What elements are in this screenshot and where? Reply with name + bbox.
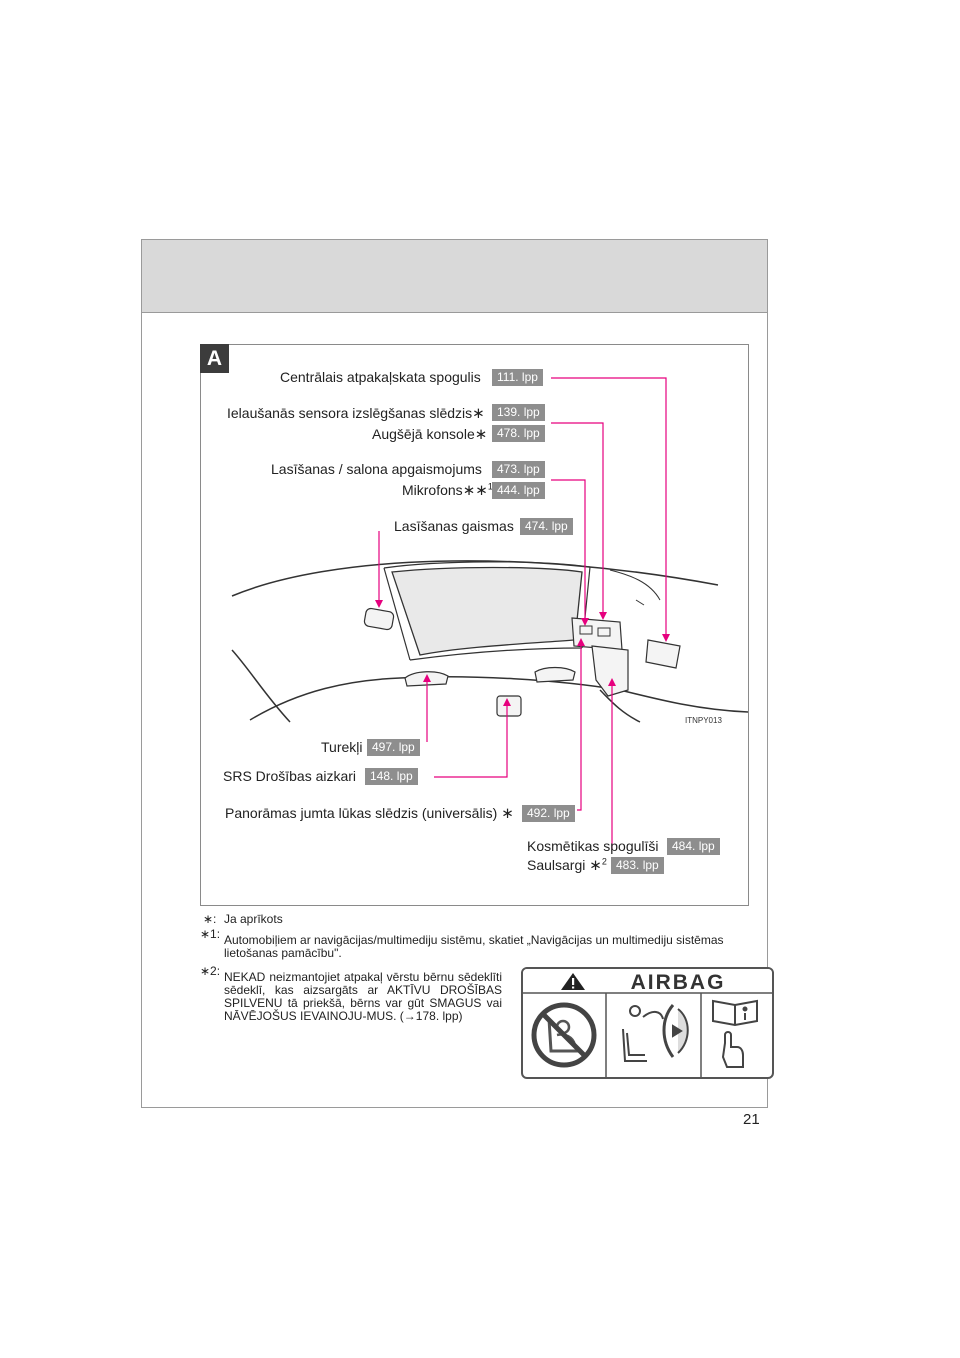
page-frame (141, 239, 768, 1108)
label-sun-visors: Saulsargi ∗2 (527, 856, 607, 874)
label-intrusion-sensor: Ielaušanās sensora izslēgšanas slēdzis∗ (227, 405, 485, 422)
leader-arrowheads (375, 600, 670, 706)
no-rear-facing-seat-icon (531, 1002, 597, 1068)
footnote-two-text: NEKAD neizmantojiet atpakaļ vērstu bērnu… (224, 970, 502, 1023)
moonroof-glass (391, 566, 583, 656)
label-overhead-console: Augšējā konsole∗ (372, 426, 488, 443)
header-band (142, 240, 767, 313)
page-intrusion-sensor[interactable]: 139. lpp (492, 404, 545, 421)
roof-details (579, 569, 661, 637)
section-badge: A (200, 344, 229, 373)
image-code: ITNPY013 (685, 716, 722, 725)
label-microphone: Mikrofons∗∗1 (402, 481, 493, 499)
footnote-star-mark: ∗: (203, 912, 217, 926)
footnote-one-text: Automobiļiem ar navigācijas/multimediju … (224, 933, 724, 960)
airbag-warning-graphic: AIRBAG (523, 969, 772, 1077)
label-moonroof-switch: Panorāmas jumta lūkas slēdzis (universāl… (225, 805, 514, 822)
page-rear-mirror[interactable]: 111. lpp (492, 369, 543, 386)
page-sun-visors[interactable]: 483. lpp (611, 857, 664, 874)
manual-book-icon (712, 999, 758, 1068)
leader-lines (378, 377, 667, 850)
page-vanity-mirrors[interactable]: 484. lpp (667, 838, 720, 855)
reading-lamp-icon (363, 607, 395, 631)
page-moonroof-switch[interactable]: 492. lpp (522, 805, 575, 822)
page-number: 21 (743, 1111, 760, 1128)
page-grab-handles[interactable]: 497. lpp (367, 739, 420, 756)
footnote-star-text: Ja aprīkots (224, 912, 283, 926)
label-grab-handles: Turekļi (321, 739, 363, 755)
page-overhead-console[interactable]: 478. lpp (492, 425, 545, 442)
footnote-two-mark: ∗2: (200, 964, 221, 978)
page-reading-lamp[interactable]: 474. lpp (520, 518, 573, 535)
label-rear-mirror: Centrālais atpakaļskata spogulis (280, 369, 481, 385)
label-srs-curtain: SRS Drošības aizkari (223, 768, 357, 784)
page-reading-lights[interactable]: 473. lpp (492, 461, 545, 478)
page-microphone[interactable]: 444. lpp (492, 482, 545, 499)
sun-visor-icon (591, 645, 629, 697)
footnote-one-mark: ∗1: (200, 927, 221, 941)
label-vanity-mirrors: Kosmētikas spogulīši (527, 838, 659, 854)
figure-box (200, 344, 749, 906)
label-reading-lights: Lasīšanas / salona apgaismojums (271, 461, 482, 477)
grab-handle-right-icon (534, 666, 576, 683)
airbag-deploy-icon (622, 1004, 689, 1062)
label-reading-lamp: Lasīšanas gaismas (394, 518, 514, 534)
rear-mirror-icon (645, 639, 681, 669)
airbag-title: AIRBAG (631, 971, 726, 994)
airbag-warning-label: AIRBAG (521, 967, 774, 1079)
warning-triangle-icon (561, 973, 585, 990)
page-srs-curtain[interactable]: 148. lpp (365, 768, 418, 785)
